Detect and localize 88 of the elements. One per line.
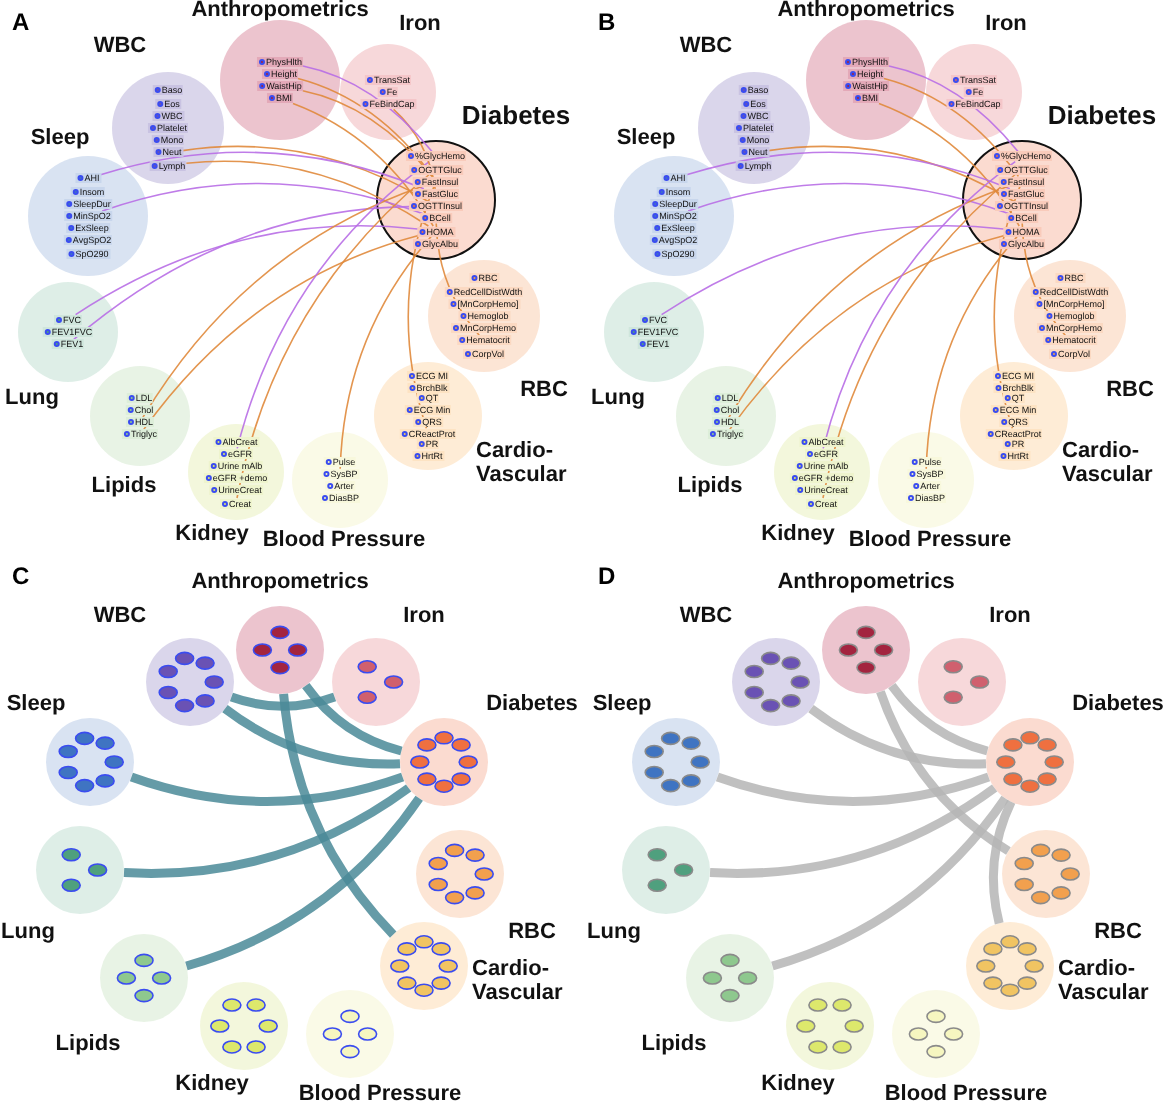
cluster-title: Cardio- Vascular — [472, 958, 565, 1006]
connector-line — [771, 795, 1009, 971]
cluster-title: Diabetes — [1072, 694, 1164, 718]
connector-line — [888, 65, 1019, 153]
connector-line — [73, 205, 410, 341]
connector-line — [687, 182, 1010, 215]
cluster-title: Anthropometrics — [191, 572, 369, 596]
cluster-title: Lipids — [677, 476, 743, 500]
connector-line — [339, 235, 433, 470]
connector-line — [728, 235, 1005, 431]
cluster-title: WBC — [93, 36, 147, 60]
cluster-title: Diabetes — [486, 694, 578, 718]
connector-line — [883, 77, 1020, 178]
connector-line — [878, 102, 1020, 227]
connector-line — [822, 160, 1016, 450]
connector-line — [685, 151, 1011, 190]
cluster-title: Blood Pressure — [848, 530, 1012, 554]
cluster-title: RBC — [1106, 380, 1154, 404]
cluster-title: Iron — [985, 14, 1027, 38]
connector-line — [236, 160, 430, 450]
connector-line — [822, 173, 1017, 499]
connector-line — [185, 795, 423, 971]
connector-line — [660, 225, 1005, 316]
connector-line — [302, 65, 433, 153]
cluster-title: WBC — [679, 36, 733, 60]
connector-line — [123, 784, 412, 878]
panel-label: B — [598, 8, 616, 36]
cluster-title: Lipids — [55, 1034, 121, 1058]
connector-line — [230, 692, 336, 711]
cluster-title: Anthropometrics — [191, 0, 369, 24]
panel-label: A — [12, 8, 30, 36]
cluster-title: Sleep — [6, 694, 66, 718]
connector-line — [101, 182, 424, 215]
cluster-title: WBC — [93, 606, 147, 630]
panel-label: D — [598, 562, 616, 590]
connector-line — [142, 235, 419, 431]
cluster-title: Blood Pressure — [884, 1084, 1048, 1108]
cluster-title: Sleep — [30, 128, 90, 152]
connector-line — [709, 784, 998, 878]
cluster-title: Lipids — [641, 1034, 707, 1058]
cluster-title: Kidney — [761, 524, 835, 548]
cluster-title: RBC — [520, 380, 568, 404]
cluster-title: WBC — [679, 606, 733, 630]
cluster-title: Sleep — [592, 694, 652, 718]
cluster-title: Iron — [403, 606, 445, 630]
cluster-title: Cardio- Vascular — [476, 440, 569, 488]
connector-line — [185, 160, 430, 227]
connector-line — [142, 185, 423, 418]
cluster-title: Iron — [399, 14, 441, 38]
connector-line — [302, 682, 403, 756]
connector-line — [876, 690, 1011, 855]
connector-line — [74, 225, 419, 316]
cluster-title: RBC — [508, 922, 556, 946]
connector-line — [767, 145, 1015, 202]
cluster-title: Lung — [5, 388, 59, 412]
connector-line — [99, 151, 425, 190]
cluster-title: Diabetes — [461, 102, 571, 130]
cluster-title: Sleep — [616, 128, 676, 152]
cluster-title: Anthropometrics — [777, 572, 955, 596]
cluster-title: Kidney — [175, 524, 249, 548]
cluster-title: Anthropometrics — [777, 0, 955, 24]
connector-line — [236, 173, 431, 499]
panel-label: C — [12, 562, 30, 590]
connector-line — [292, 102, 434, 227]
connector-line — [222, 704, 401, 769]
cluster-title: Kidney — [761, 1074, 835, 1098]
connector-line — [728, 185, 1009, 418]
cluster-title: Lung — [1, 922, 55, 946]
connector-line — [181, 145, 429, 202]
connector-line — [302, 90, 433, 178]
connector-line — [279, 693, 397, 938]
cluster-title: Diabetes — [1047, 102, 1157, 130]
cluster-title: Lung — [587, 922, 641, 946]
connector-line — [716, 772, 990, 806]
cluster-title: Lung — [591, 388, 645, 412]
cluster-title: Blood Pressure — [262, 530, 426, 554]
cluster-title: Kidney — [175, 1074, 249, 1098]
cluster-title: Cardio- Vascular — [1058, 958, 1151, 1006]
connector-line — [925, 235, 1019, 470]
cluster-title: Blood Pressure — [298, 1084, 462, 1108]
connector-line — [888, 682, 989, 756]
cluster-title: Cardio- Vascular — [1062, 440, 1155, 488]
cluster-title: Lipids — [91, 476, 157, 500]
connector-line — [808, 704, 987, 769]
cluster-title: RBC — [1094, 922, 1142, 946]
connector-line — [130, 772, 404, 806]
cluster-title: Iron — [989, 606, 1031, 630]
connector-line — [988, 799, 1016, 925]
